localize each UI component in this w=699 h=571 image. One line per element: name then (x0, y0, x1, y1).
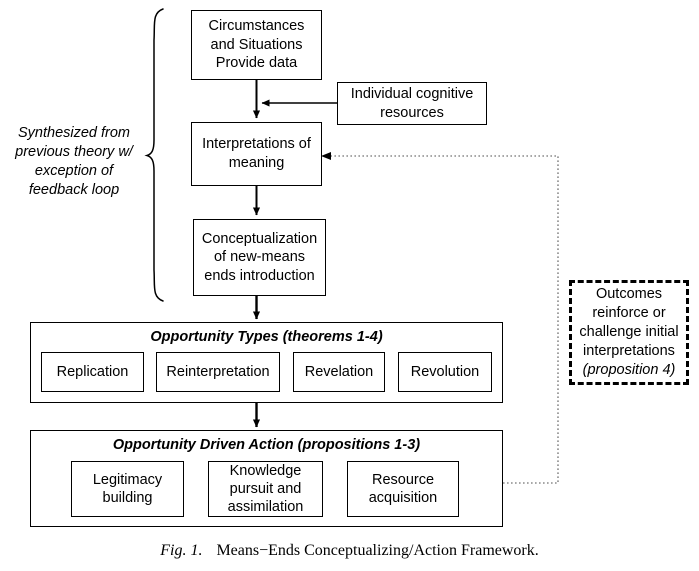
feedback-loop-arrowhead (321, 152, 331, 160)
side-note-label: Synthesized from previous theory w/ exce… (15, 125, 133, 199)
action-legitimacy-building: Legitimacy building (71, 461, 184, 517)
node-circumstances: Circumstances and Situations Provide dat… (191, 10, 322, 80)
action-knowledge-pursuit: Knowledge pursuit and assimilation (208, 461, 323, 517)
opportunity-type-replication: Replication (41, 352, 144, 392)
feedback-line-5: (proposition 4) (582, 361, 676, 378)
opportunity-driven-action-title: Opportunity Driven Action (propositions … (112, 437, 421, 453)
figure-caption: Fig. 1. Means−Ends Conceptualizing/Action… (0, 542, 699, 560)
opportunity-type-reinterpretation: Reinterpretation (156, 352, 280, 392)
left-brace (144, 8, 164, 302)
opportunity-types-title: Opportunity Types (theorems 1-4) (150, 329, 383, 345)
opportunity-type-revelation: Revelation (293, 352, 385, 392)
action-resource-acquisition: Resource acquisition (347, 461, 459, 517)
node-individual-cognitive-resources: Individual cognitive resources (337, 82, 487, 125)
feedback-line-4: interpretations (583, 342, 675, 359)
feedback-line-3: challenge initial (579, 324, 679, 341)
opportunity-types-container: Opportunity Types (theorems 1-4) Replica… (30, 322, 503, 403)
figure-caption-text: Means−Ends Conceptualizing/Action Framew… (216, 542, 539, 559)
node-conceptualization: Conceptualization of new-means ends intr… (193, 219, 326, 296)
feedback-line-2: reinforce or (592, 305, 666, 322)
opportunity-driven-action-container: Opportunity Driven Action (propositions … (30, 430, 503, 527)
node-interpretations-of-meaning: Interpretations of meaning (191, 122, 322, 186)
feedback-line-1: Outcomes (595, 286, 663, 303)
feedback-outcomes-box: Outcomes reinforce or challenge initial … (569, 280, 689, 385)
opportunity-type-revolution: Revolution (398, 352, 492, 392)
figure-caption-label: Fig. 1. (160, 542, 203, 559)
